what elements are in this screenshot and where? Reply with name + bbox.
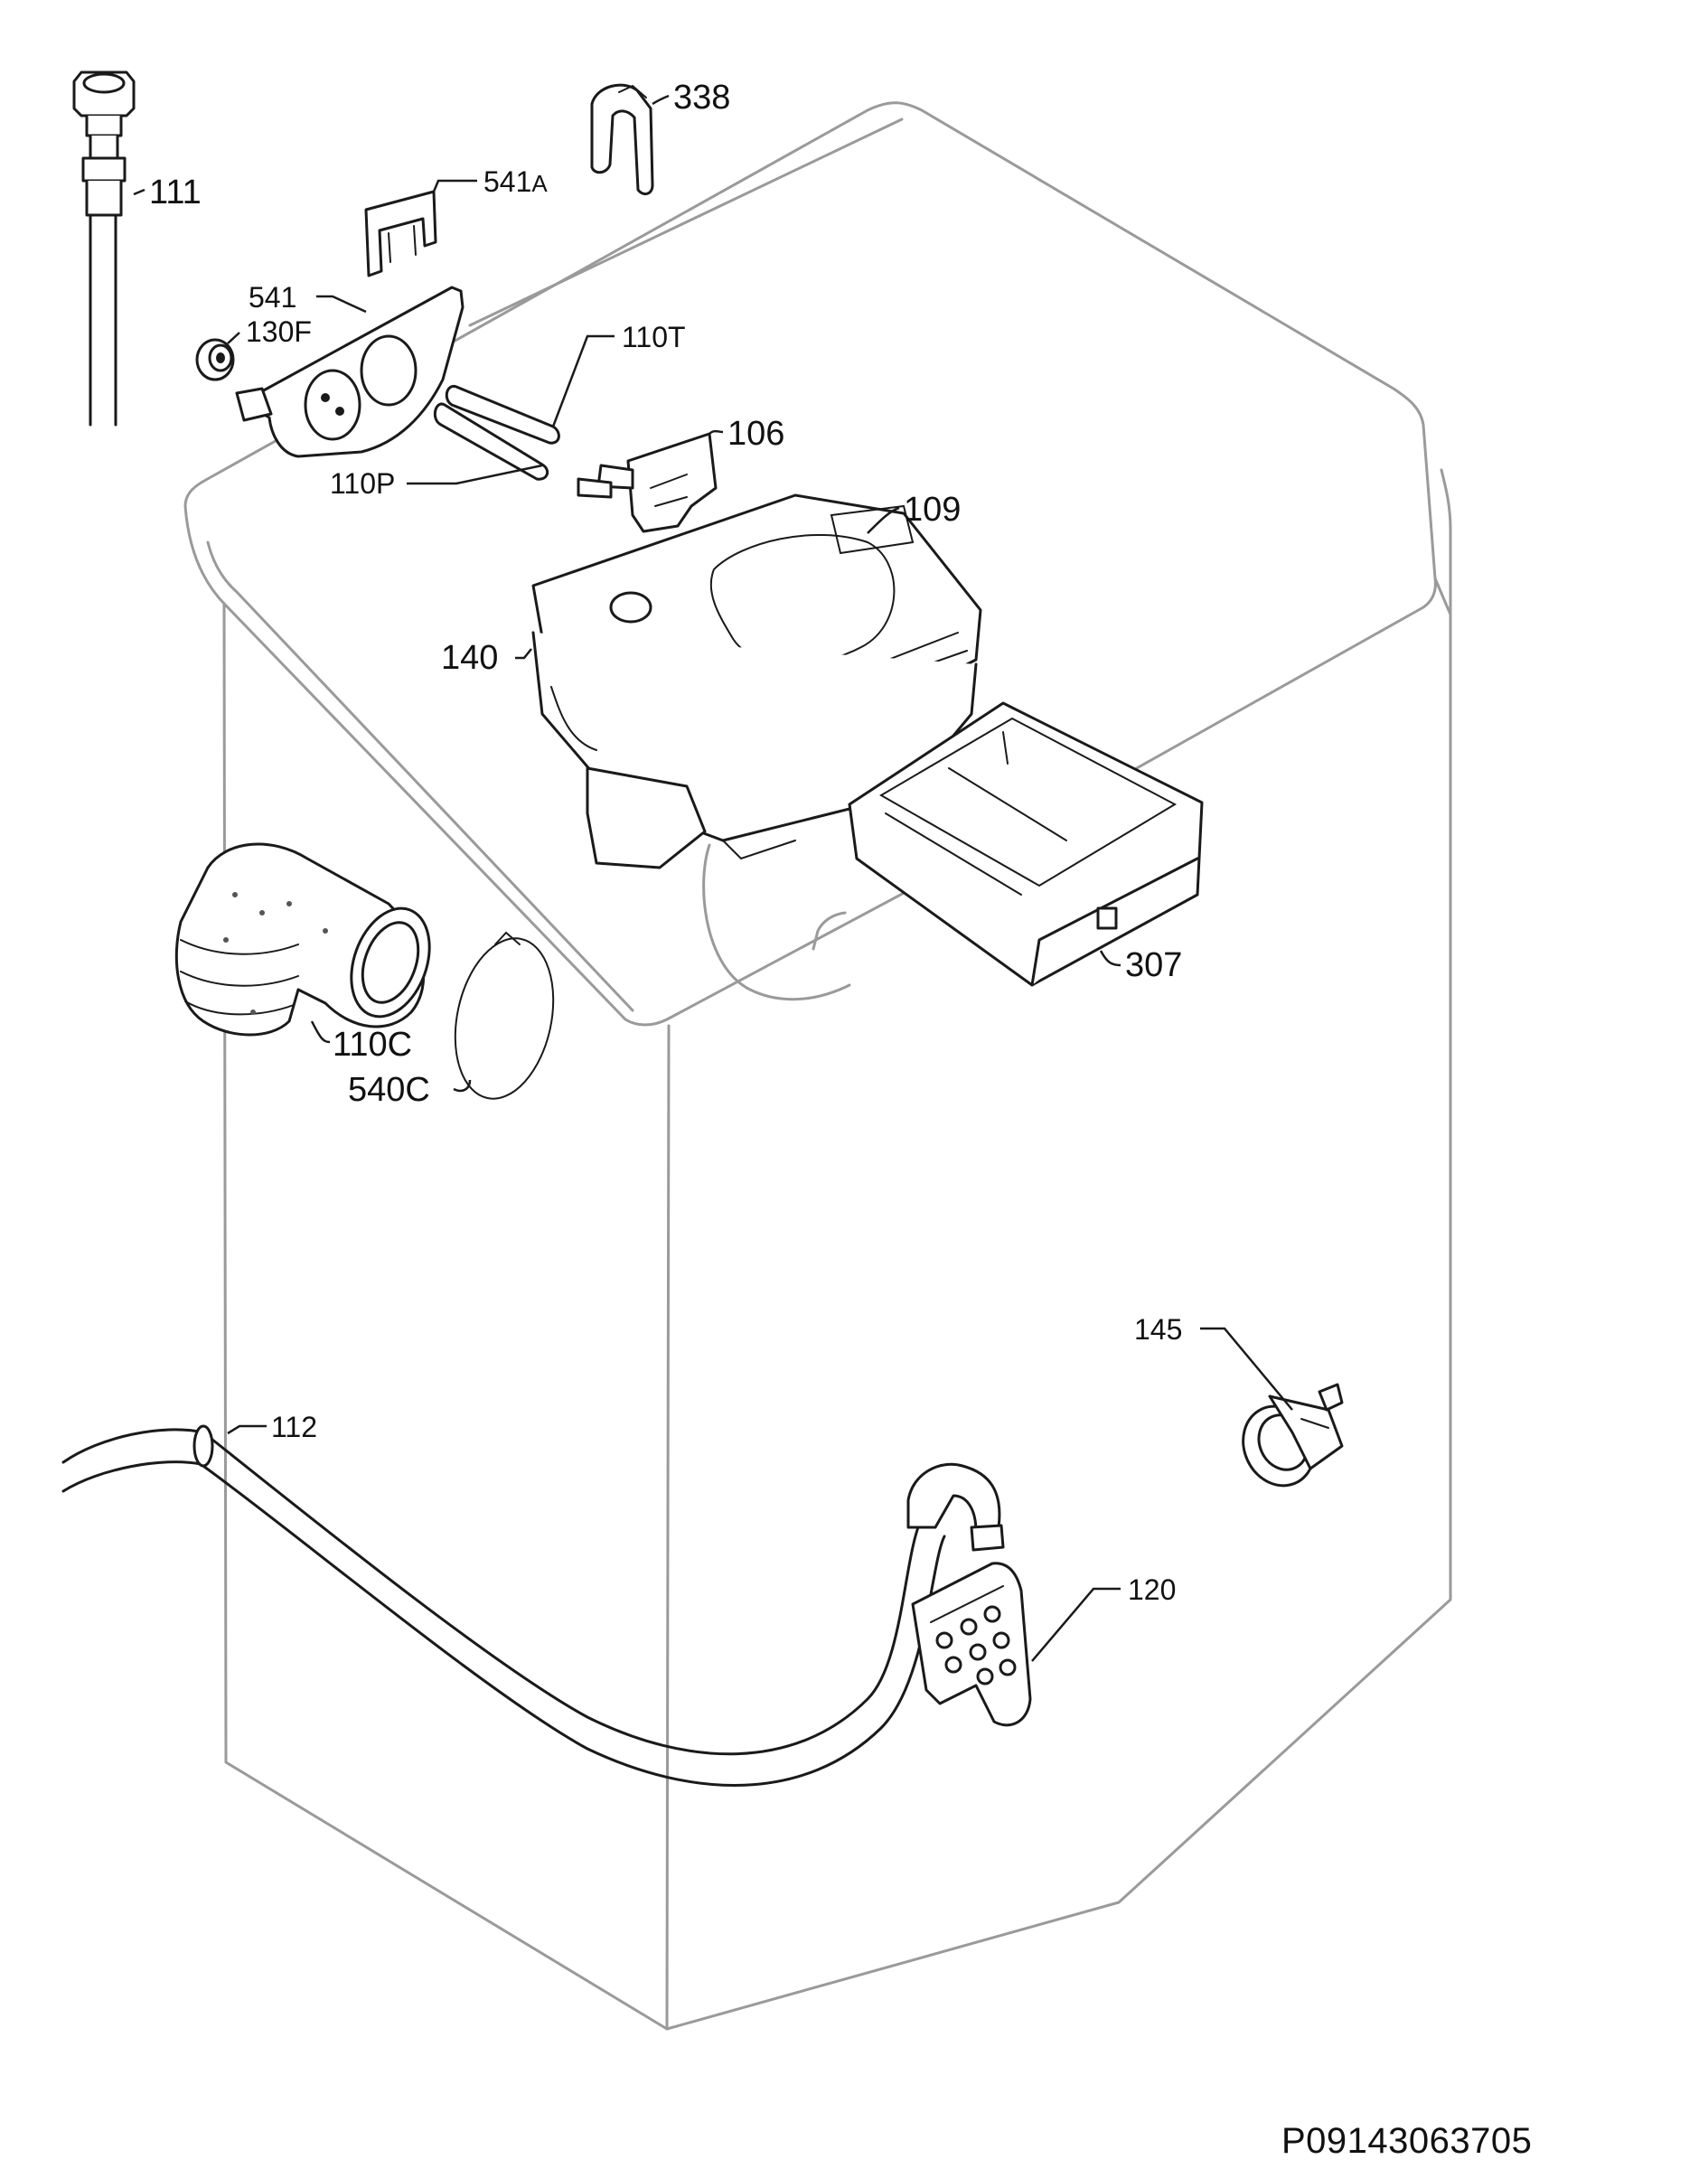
callout-540c: 540C [348,1071,430,1109]
callout-110p: 110P [330,467,395,500]
callout-110c: 110C [333,1026,412,1064]
part-110t-tube [445,384,560,445]
part-307-detergent-drawer [848,701,1204,987]
callout-541a: 541A [483,165,548,198]
part-540c-clamp [454,931,555,1100]
part-111-inlet-hose [72,70,136,427]
document-id: P09143063705 [1281,2121,1532,2161]
part-110p-tube [433,402,549,481]
part-541a-bracket [364,190,437,277]
callout-labels: 111 338 541A 541 130F 110T 110P 106 109 … [149,79,1182,1606]
part-120-filter [911,1562,1032,1727]
callout-541: 541 [249,281,296,314]
part-106-valve [577,432,718,533]
callout-130f: 130F [246,315,312,348]
part-541-control-panel [235,286,465,458]
part-145-pressure-switch [1242,1383,1344,1488]
part-140-dispenser-base [531,631,978,869]
callout-110t: 110T [622,321,686,353]
part-338-clip [590,83,654,196]
callout-112: 112 [271,1411,317,1443]
callout-307: 307 [1125,946,1182,984]
part-112-drain-hose [61,1424,1005,1787]
callout-120: 120 [1128,1573,1176,1606]
callout-106: 106 [727,415,784,453]
callout-111: 111 [149,174,202,211]
callout-109: 109 [904,491,961,529]
callout-541a-suffix: A [531,170,548,197]
part-130f-knob [195,338,235,381]
callout-338: 338 [673,79,730,117]
part-110c-bellows-hose [174,842,431,1037]
leader-lines [133,94,1293,1662]
callout-145: 145 [1134,1313,1182,1346]
callout-541a-number: 541 [483,165,531,198]
callout-140: 140 [441,639,498,677]
